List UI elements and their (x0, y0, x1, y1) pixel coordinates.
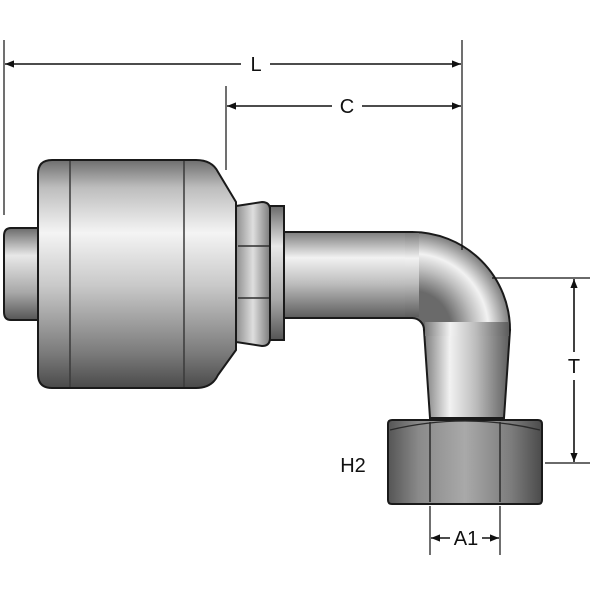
dimension-annotations: L C T H2 A1 (3, 40, 590, 555)
dim-C-label: C (340, 96, 354, 118)
swivel-nut (387, 419, 543, 505)
dim-A1-label: A1 (454, 528, 478, 550)
tube-vertical (422, 329, 512, 419)
tube-horizontal (283, 231, 413, 319)
dim-T-label: T (568, 356, 580, 378)
hose-stem (3, 227, 41, 321)
socket-shell (37, 159, 237, 389)
dim-H2-label: H2 (340, 455, 366, 477)
collar-ring (269, 205, 285, 341)
fitting-body (3, 159, 543, 505)
tube-bend (411, 230, 512, 331)
collar-hex (235, 200, 271, 348)
nut-chamfer-top (389, 420, 541, 431)
dim-L-label: L (250, 54, 261, 76)
